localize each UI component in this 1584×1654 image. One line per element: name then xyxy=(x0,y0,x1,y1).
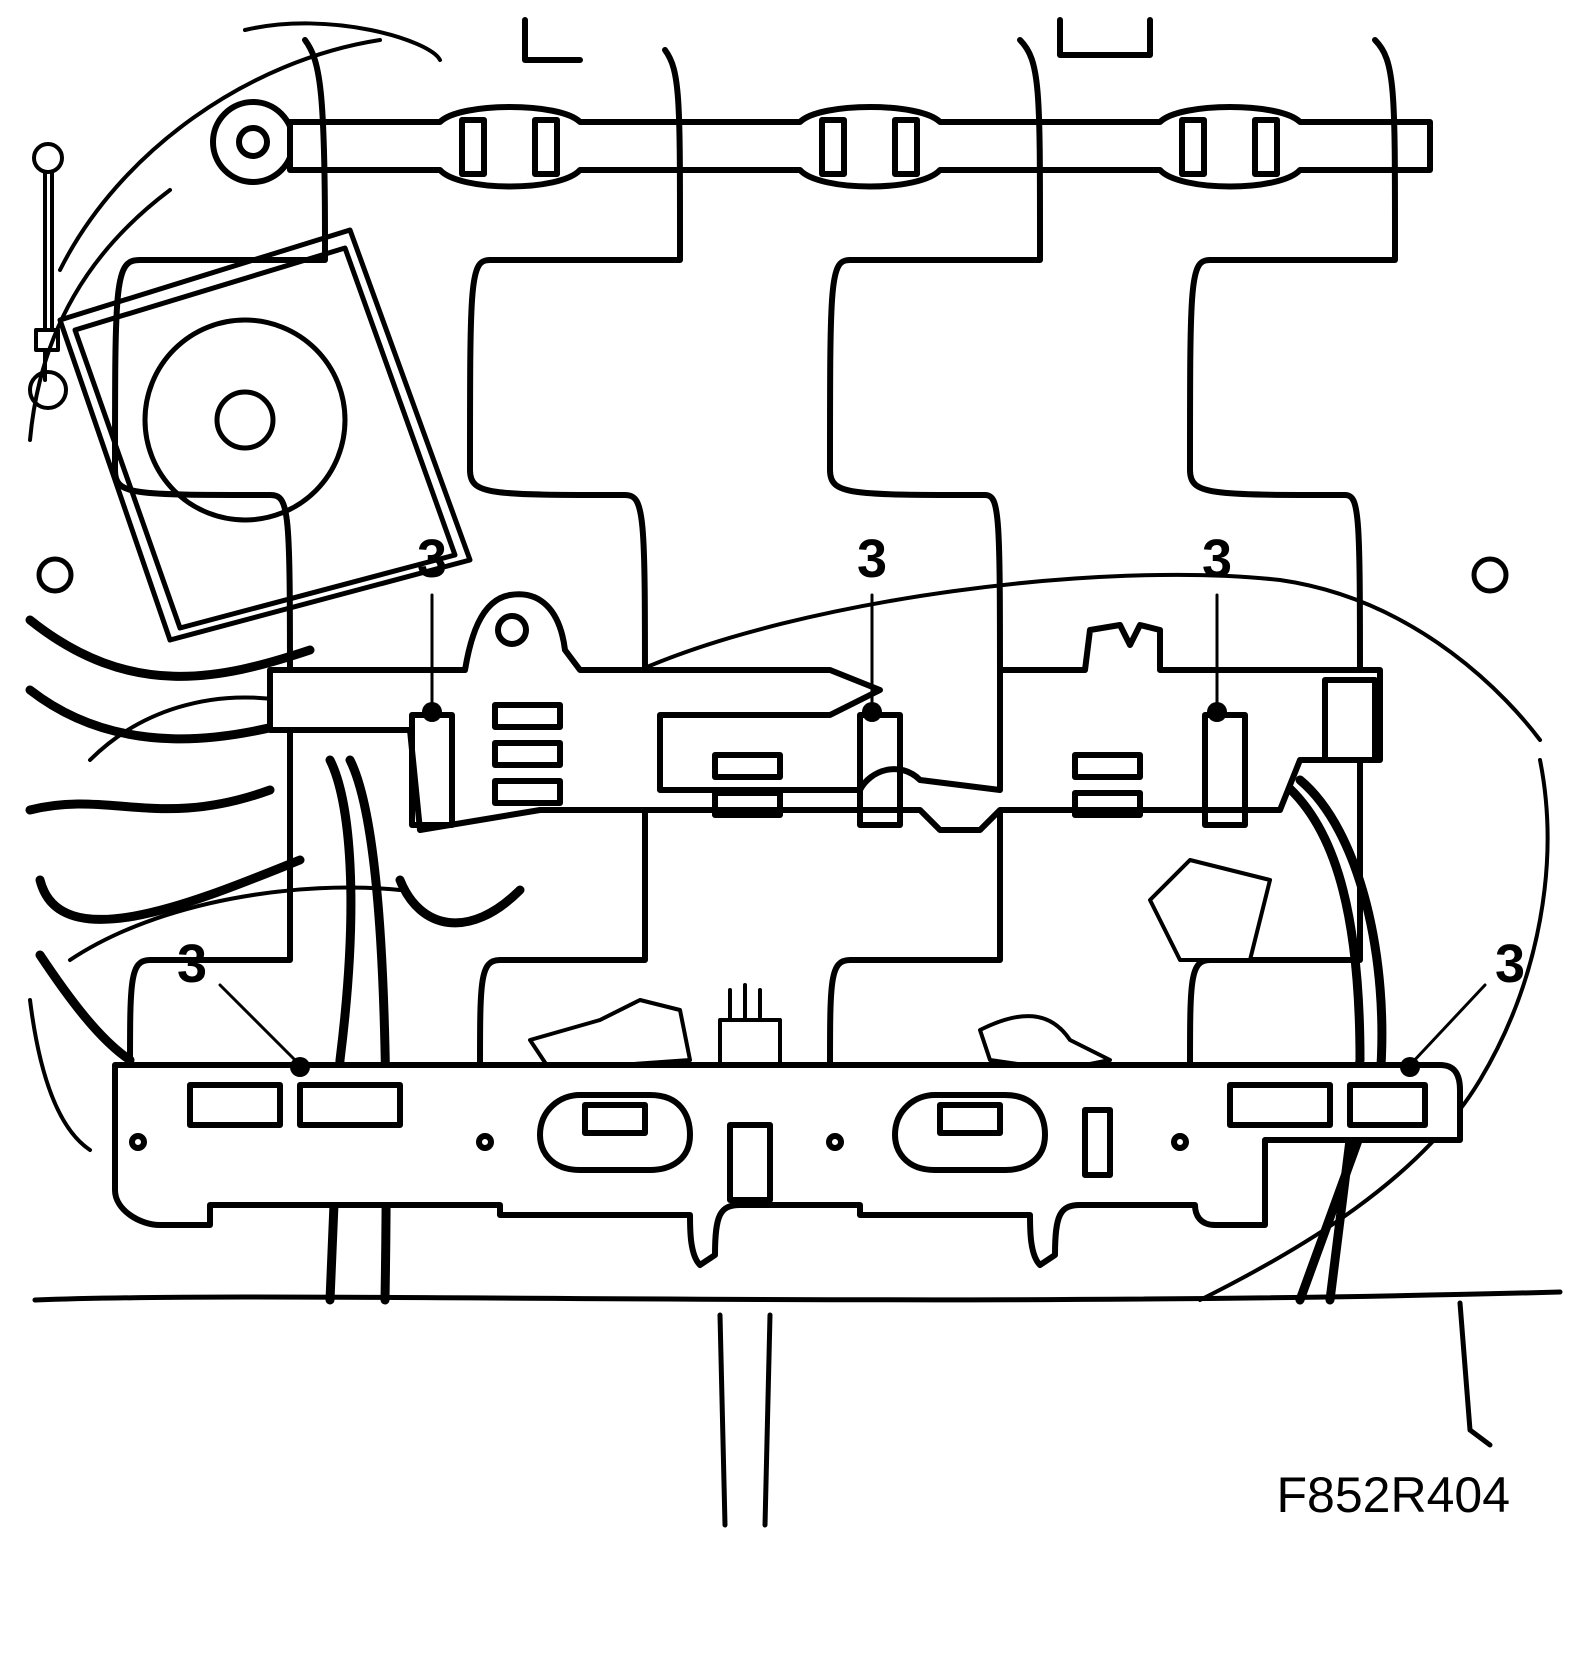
connectors xyxy=(528,858,1272,1092)
wiring-harness xyxy=(25,615,1387,1305)
callout-label-upper-right: 3 xyxy=(1202,529,1232,589)
motor-unit xyxy=(36,227,1509,643)
cushion-base-outline xyxy=(32,1289,1563,1528)
seat-springs xyxy=(112,37,1398,1073)
callout-dots xyxy=(290,702,1420,1077)
callout-label-upper-left: 3 xyxy=(417,529,447,589)
callout-leaders xyxy=(218,593,1487,1067)
upper-clip-rail xyxy=(267,591,1383,833)
callout-label-lower-left: 3 xyxy=(177,934,207,994)
seat-shell-outline xyxy=(28,21,1550,1302)
top-frame-bar xyxy=(210,17,1433,190)
callout-label-upper-center: 3 xyxy=(857,529,887,589)
figure-reference-id: F852R404 xyxy=(1277,1467,1511,1523)
callout-label-lower-right: 3 xyxy=(1495,934,1525,994)
lower-clip-rail xyxy=(112,1062,1463,1268)
tie-strap-left xyxy=(28,142,68,410)
